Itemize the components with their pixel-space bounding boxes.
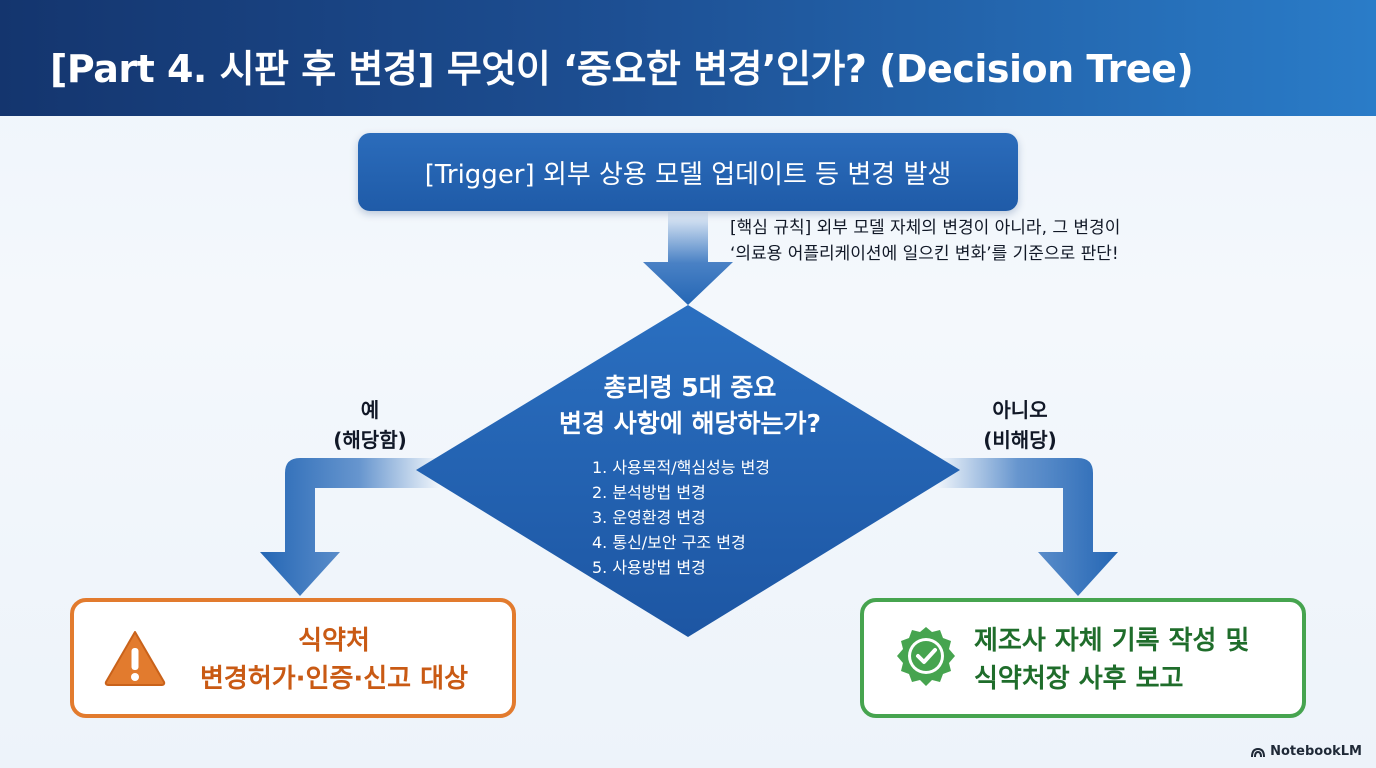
notebooklm-logo-icon <box>1251 747 1266 757</box>
no-branch-label: 아니오 (비해당) <box>955 395 1085 455</box>
rule-note: [핵심 규칙] 외부 모델 자체의 변경이 아니라, 그 변경이 ‘의료용 어플… <box>730 215 1160 267</box>
no-outcome-line1: 제조사 자체 기록 작성 및 <box>974 626 1250 656</box>
rule-note-line1: [핵심 규칙] 외부 모델 자체의 변경이 아니라, 그 변경이 <box>730 218 1121 238</box>
check-badge-icon <box>892 624 960 696</box>
trigger-box: [Trigger] 외부 상용 모델 업데이트 등 변경 발생 <box>358 133 1018 211</box>
header-banner: [Part 4. 시판 후 변경] 무엇이 ‘중요한 변경’인가? (Decis… <box>0 0 1376 116</box>
no-label-line2: (비해당) <box>983 428 1057 452</box>
trigger-label: [Trigger] 외부 상용 모델 업데이트 등 변경 발생 <box>424 159 952 190</box>
page-title: [Part 4. 시판 후 변경] 무엇이 ‘중요한 변경’인가? (Decis… <box>50 47 1194 91</box>
yes-branch-label: 예 (해당함) <box>305 395 435 455</box>
yes-outcome-text: 식약처 변경허가·인증·신고 대상 <box>174 622 494 698</box>
brand-name: NotebookLM <box>1270 744 1362 759</box>
no-outcome-box: 제조사 자체 기록 작성 및 식약처장 사후 보고 <box>860 598 1306 718</box>
criteria-item: 1. 사용목적/핵심성능 변경 <box>592 458 771 477</box>
rule-note-line2: ‘의료용 어플리케이션에 일으킨 변화’를 기준으로 판단! <box>730 244 1119 264</box>
no-outcome-text: 제조사 자체 기록 작성 및 식약처장 사후 보고 <box>974 622 1249 698</box>
criteria-item: 4. 통신/보안 구조 변경 <box>592 533 746 552</box>
no-arrow <box>936 458 1118 596</box>
criteria-item: 2. 분석방법 변경 <box>592 483 706 502</box>
criteria-item: 3. 운영환경 변경 <box>592 508 706 527</box>
yes-label-line2: (해당함) <box>333 428 407 452</box>
down-arrow <box>643 212 733 305</box>
criteria-list: 1. 사용목적/핵심성능 변경 2. 분석방법 변경 3. 운영환경 변경 4.… <box>592 455 852 580</box>
warning-icon <box>102 628 168 692</box>
decision-title-line2: 변경 사항에 해당하는가? <box>559 409 821 438</box>
yes-outcome-line1: 식약처 <box>298 626 370 656</box>
decision-title-line1: 총리령 5대 중요 <box>603 373 777 402</box>
yes-arrow <box>260 458 440 596</box>
decision-question: 총리령 5대 중요 변경 사항에 해당하는가? <box>480 370 900 442</box>
yes-outcome-box: 식약처 변경허가·인증·신고 대상 <box>70 598 516 718</box>
brand-watermark: NotebookLM <box>1250 744 1362 759</box>
decision-diamond <box>416 305 960 637</box>
no-outcome-line2: 식약처장 사후 보고 <box>974 664 1184 694</box>
criteria-item: 5. 사용방법 변경 <box>592 558 706 577</box>
yes-label-line1: 예 <box>360 398 380 422</box>
no-label-line1: 아니오 <box>992 398 1048 422</box>
yes-outcome-line2: 변경허가·인증·신고 대상 <box>199 664 468 694</box>
